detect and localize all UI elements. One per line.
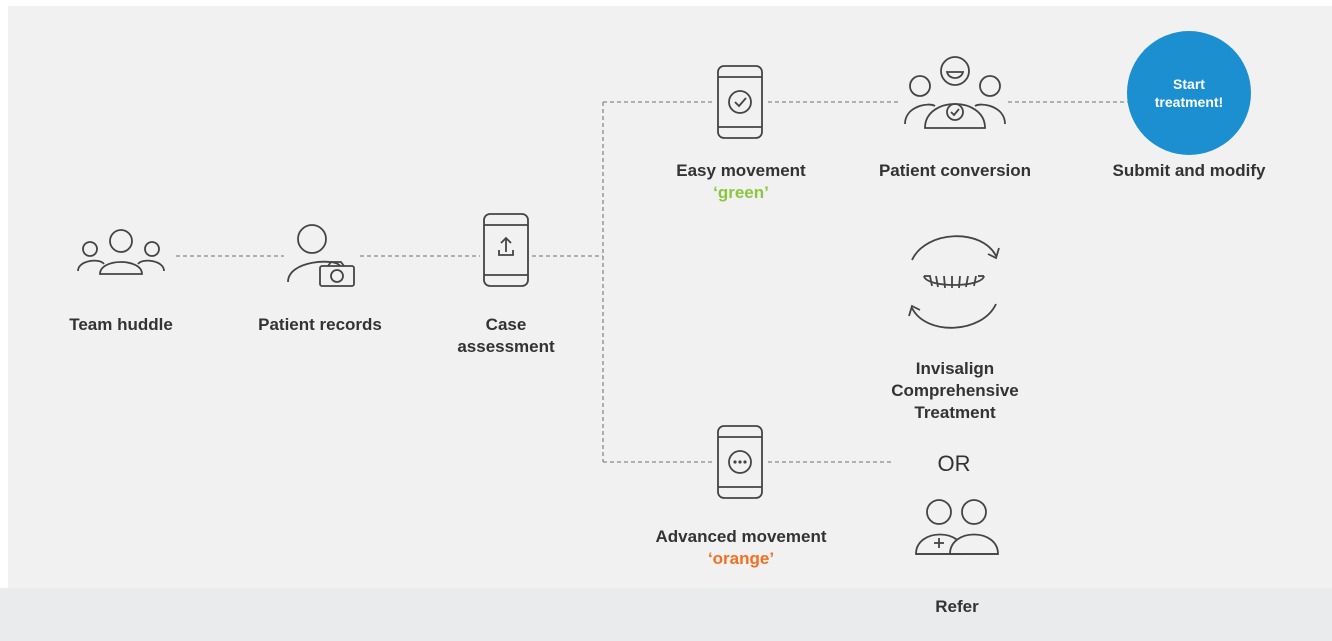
advanced-movement-tag: ‘orange’	[707, 549, 775, 568]
patient-conversion-label: Patient conversion	[878, 161, 1032, 180]
advanced-movement-label: Advanced movement ‘orange’	[622, 526, 860, 570]
start-treatment-badge: Start treatment!	[1127, 31, 1251, 155]
patient-camera-icon	[287, 224, 355, 287]
group-icon	[77, 229, 165, 275]
doctor-pair-icon	[915, 499, 999, 555]
case-assessment-label: Case assessment	[457, 315, 555, 356]
submit-and-modify-label: Submit and modify	[1112, 161, 1266, 180]
phone-upload-icon	[483, 213, 529, 287]
team-huddle-label: Team huddle	[69, 315, 173, 334]
easy-movement-label: Easy movement ‘green’	[646, 160, 836, 204]
phone-check-icon	[717, 65, 763, 139]
top-margin	[0, 0, 1332, 6]
phone-ellipsis-icon	[717, 425, 763, 499]
bottom-band	[0, 588, 1332, 641]
easy-movement-tag: ‘green’	[713, 183, 769, 202]
or-label: OR	[937, 451, 971, 476]
happy-group-check-icon	[904, 56, 1006, 129]
left-margin	[0, 0, 8, 641]
patient-records-label: Patient records	[258, 315, 382, 334]
refer-label: Refer	[935, 597, 979, 616]
invisalign-label: Invisalign Comprehensive Treatment	[891, 359, 1019, 422]
aligner-cycle-icon	[908, 235, 1000, 329]
